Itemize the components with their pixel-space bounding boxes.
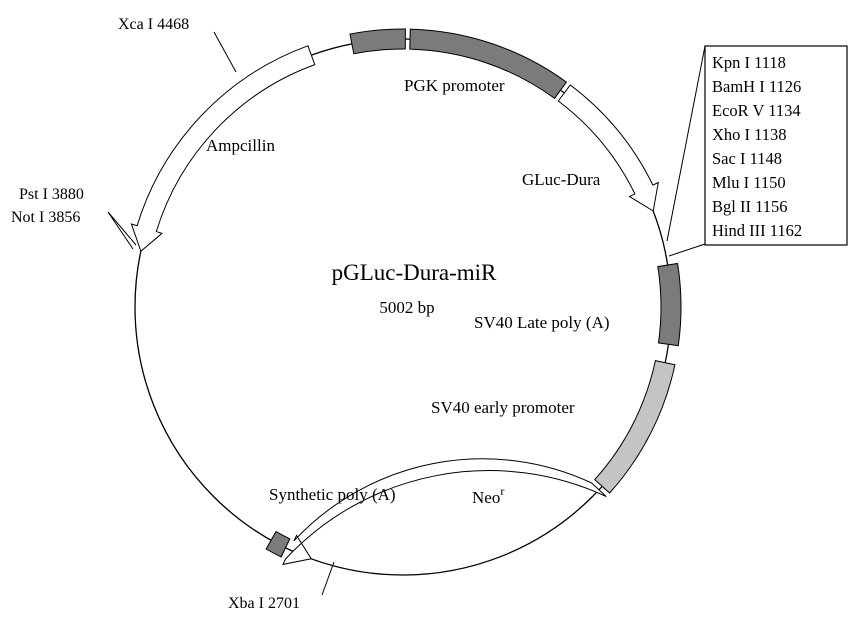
mcs-leader-bottom <box>668 243 706 257</box>
mcs-item: EcoR V 1134 <box>712 101 801 120</box>
mcs-item: Sac I 1148 <box>712 149 782 168</box>
pgk-promoter-segment-left <box>349 28 406 55</box>
mcs-item: BamH I 1126 <box>712 77 801 96</box>
neo-arrow <box>282 458 607 566</box>
pgk-promoter-segment <box>409 28 568 99</box>
pst-not-site-lines <box>107 211 137 250</box>
not-site-label: Not I 3856 <box>11 209 80 226</box>
mcs-item: Kpn I 1118 <box>712 53 786 72</box>
sv40-late-polya-segment <box>657 262 682 347</box>
mcs-item: Hind III 1162 <box>712 221 802 240</box>
xba-site-label: Xba I 2701 <box>228 595 300 612</box>
gluc-dura-arrow <box>557 84 659 212</box>
sv40-early-promoter-segment <box>593 360 676 494</box>
gluc-dura-label: GLuc-Dura <box>522 170 601 189</box>
mcs-item: Mlu I 1150 <box>712 173 786 192</box>
sv40-late-label: SV40 Late poly (A) <box>474 313 610 332</box>
neo-label: Neor <box>472 484 504 507</box>
mcs-leader-top <box>666 45 706 242</box>
pgk-promoter-label: PGK promoter <box>404 76 505 95</box>
mcs-item: Bgl II 1156 <box>712 197 787 216</box>
sv40-early-label: SV40 early promoter <box>431 398 575 417</box>
pst-site-label: Pst I 3880 <box>19 186 84 203</box>
synthetic-polya-segment <box>265 530 291 558</box>
mcs-list: Kpn I 1118 BamH I 1126 EcoR V 1134 Xho I… <box>712 53 802 240</box>
synthetic-polya-label: Synthetic poly (A) <box>269 485 396 504</box>
plasmid-name: pGLuc-Dura-miR <box>332 260 497 285</box>
xca-site-label: Xca I 4468 <box>118 16 189 33</box>
ampcillin-label: Ampcillin <box>206 136 275 155</box>
mcs-box <box>704 45 848 246</box>
xba-site-line <box>321 561 335 596</box>
ampcillin-arrow <box>130 45 316 253</box>
plasmid-size: 5002 bp <box>379 298 434 317</box>
xca-site-line <box>213 31 237 73</box>
mcs-item: Xho I 1138 <box>712 125 787 144</box>
